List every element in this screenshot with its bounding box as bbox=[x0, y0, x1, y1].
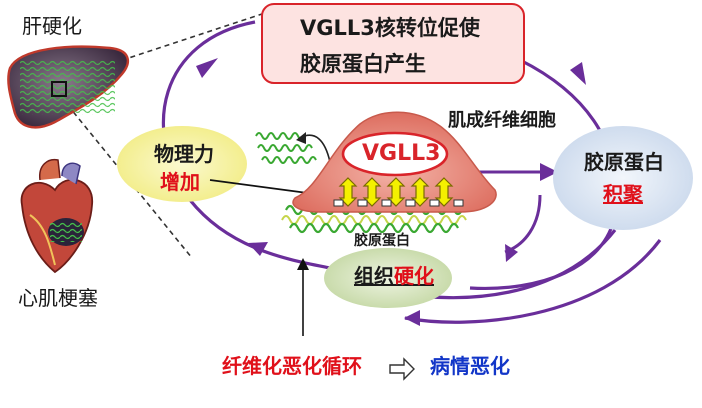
cycle-arrowhead-top-right bbox=[570, 62, 586, 85]
cycle-arrowhead-stiffen bbox=[505, 244, 518, 262]
nucleus-label: VGLL3 bbox=[362, 141, 441, 166]
stiffen-label-prefix: 组织 bbox=[354, 264, 394, 288]
liver-label: 肝硬化 bbox=[22, 14, 82, 38]
cycle-text: 纤维化恶化循环 bbox=[222, 354, 362, 378]
bottom-link-arrowhead bbox=[297, 258, 309, 270]
liver-illustration bbox=[7, 45, 130, 129]
result-text: 病情恶化 bbox=[430, 354, 510, 378]
force-label-line2: 增加 bbox=[160, 170, 200, 194]
top-box bbox=[261, 3, 525, 84]
top-box-line1: VGLL3核转位促使 bbox=[300, 16, 480, 40]
outline-arrow bbox=[389, 357, 415, 381]
force-label-line1: 物理力 bbox=[154, 142, 214, 166]
stiffen-label-highlight: 硬化 bbox=[394, 264, 434, 288]
yellow-arrows bbox=[338, 177, 454, 207]
cycle-arrowhead-bottom-left bbox=[248, 242, 268, 256]
cycle-arrowhead-top-left bbox=[196, 58, 218, 78]
accumulate-label-line2: 积聚 bbox=[603, 182, 643, 206]
cell-label: 肌成纤维细胞 bbox=[448, 110, 556, 131]
vgll3-nucleus bbox=[341, 131, 449, 177]
cycle-arrowhead-cell-to-accumulate bbox=[540, 163, 558, 181]
heart-label: 心肌梗塞 bbox=[18, 286, 98, 310]
collagen-label: 胶原蛋白 bbox=[354, 233, 410, 249]
force-bubble bbox=[117, 126, 247, 202]
stiffen-bubble bbox=[324, 248, 452, 308]
force-fibers bbox=[255, 132, 317, 164]
liver-zoom-box bbox=[51, 81, 67, 97]
cycle-arrowhead-bottom bbox=[404, 310, 420, 326]
force-curve-arrowhead bbox=[296, 132, 306, 144]
stiffen-label: 组织硬化 bbox=[354, 266, 434, 286]
adhesion-squares bbox=[333, 199, 464, 207]
accumulate-label-line1: 胶原蛋白 bbox=[584, 150, 664, 174]
heart-illustration bbox=[20, 158, 93, 274]
top-box-line2: 胶原蛋白产生 bbox=[300, 52, 426, 76]
accumulate-bubble bbox=[553, 126, 693, 230]
